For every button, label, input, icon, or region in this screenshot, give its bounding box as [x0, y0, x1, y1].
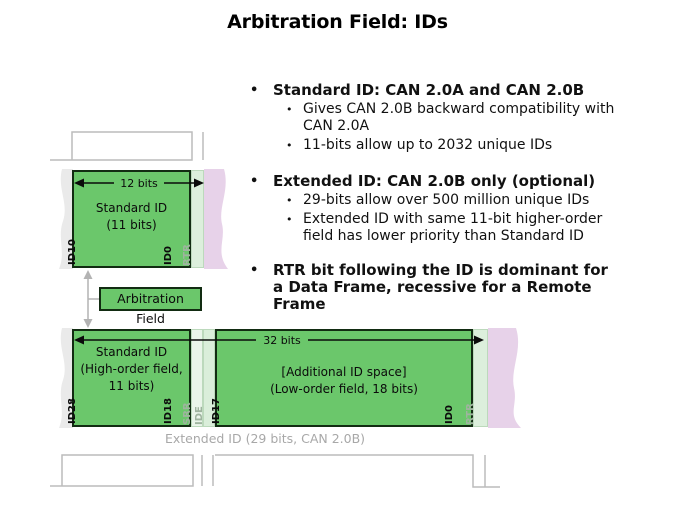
srr-strip: SRR [182, 329, 203, 427]
rtr-label-bottom: RTR [465, 403, 476, 425]
bullet-extended-id-text: Extended ID: CAN 2.0B only (optional) [273, 172, 596, 190]
ide-strip: IDE [194, 329, 215, 427]
extended-high-order-box: Standard ID (High-order field, 11 bits) … [67, 329, 191, 427]
bullet-b1-sub2: • 11-bits allow up to 2032 unique IDs [286, 137, 656, 154]
extended-high-label2: (High-order field, [80, 362, 183, 376]
torn-edge-pink-top [204, 169, 228, 269]
bullet-b2-sub2-text: Extended ID with same 11-bit higher-orde… [303, 211, 603, 244]
bullet-b1-sub1-text: Gives CAN 2.0B backward compatibility wi… [303, 101, 615, 134]
label-12-bits: 12 bits [120, 177, 158, 190]
bit-label-id0-std: ID0 [163, 246, 174, 265]
bit-label-id0-ext: ID0 [444, 405, 455, 424]
top-waveform [50, 131, 204, 161]
bullet-list: • Standard ID: CAN 2.0A and CAN 2.0B • G… [246, 82, 656, 313]
srr-label: SRR [182, 402, 193, 425]
page-title: Arbitration Field: IDs [227, 11, 448, 33]
bullet-b2-sub1-text: 29-bits allow over 500 million unique ID… [303, 192, 590, 208]
bullet-icon: • [250, 263, 259, 278]
bullet-icon: • [250, 83, 259, 98]
bit-label-id17: ID17 [211, 398, 222, 424]
bullet-extended-id: • Extended ID: CAN 2.0B only (optional) [246, 173, 656, 190]
standard-id-label: Standard ID [95, 201, 168, 215]
bullet-icon: • [286, 103, 293, 116]
bullet-b1-sub1: • Gives CAN 2.0B backward compatibility … [286, 101, 656, 135]
arbitration-field-callout: Arbitration Field [99, 287, 202, 326]
bullet-icon: • [250, 174, 259, 189]
bottom-waveform [50, 454, 500, 488]
bit-label-id18: ID18 [163, 398, 174, 424]
bullet-rtr-text: RTR bit following the ID is dominant for… [273, 261, 608, 313]
arbitration-field-label: Arbitration Field [117, 291, 184, 326]
rtr-label-top: RTR [182, 244, 193, 266]
bullet-icon: • [286, 194, 293, 207]
extended-id-caption: Extended ID (29 bits, CAN 2.0B) [164, 431, 366, 446]
bullet-b2-sub1: • 29-bits allow over 500 million unique … [286, 192, 656, 209]
extended-low-label1: [Additional ID space] [281, 365, 407, 379]
bullet-b1-sub2-text: 11-bits allow up to 2032 unique IDs [303, 137, 553, 153]
arbitration-span-arrow [83, 270, 99, 328]
bit-label-id10: ID10 [67, 239, 78, 265]
bullet-icon: • [286, 139, 293, 152]
bullet-standard-id: • Standard ID: CAN 2.0A and CAN 2.0B [246, 82, 656, 99]
bullet-rtr: • RTR bit following the ID is dominant f… [246, 262, 656, 313]
label-32-bits: 32 bits [263, 334, 301, 347]
rtr-strip-bottom: RTR [465, 329, 488, 427]
extended-high-label1: Standard ID [95, 345, 168, 359]
bullet-icon: • [286, 213, 293, 226]
ide-label: IDE [194, 406, 205, 425]
bit-label-id28: ID28 [67, 398, 78, 424]
standard-id-box: Standard ID (11 bits) ID10 ID0 [67, 170, 191, 268]
extended-low-order-box: [Additional ID space] (Low-order field, … [211, 329, 473, 427]
bullet-b2-sub2: • Extended ID with same 11-bit higher-or… [286, 211, 656, 245]
extended-high-label3: 11 bits) [108, 379, 155, 393]
torn-edge-pink-bottom [488, 328, 521, 428]
standard-id-bits-label: (11 bits) [106, 218, 157, 232]
rtr-strip-top: RTR [182, 170, 204, 268]
extended-low-label2: (Low-order field, 18 bits) [270, 382, 418, 396]
bullet-standard-id-text: Standard ID: CAN 2.0A and CAN 2.0B [273, 81, 585, 99]
